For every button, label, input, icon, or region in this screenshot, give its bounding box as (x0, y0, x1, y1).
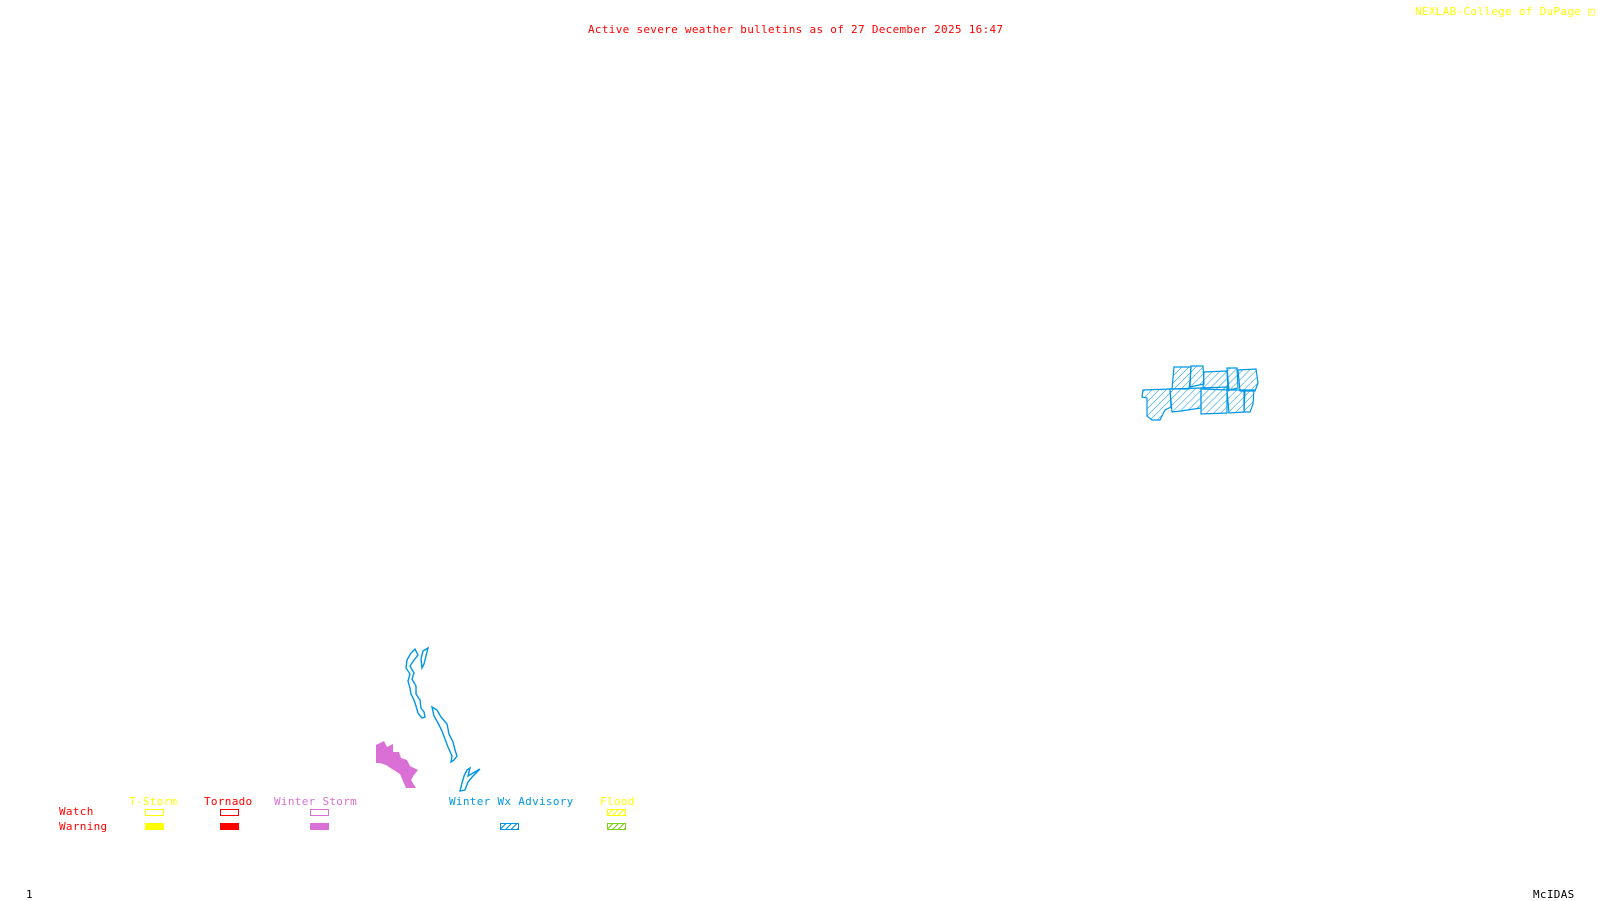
legend-tornado-label: Tornado (204, 795, 253, 808)
corner-logo-icon: ◰ (1588, 5, 1596, 18)
tstorm-warning-swatch (145, 823, 164, 830)
software-label: McIDAS (1533, 888, 1575, 901)
county-region (1237, 368, 1259, 392)
county-region (1189, 365, 1205, 388)
page-title: Active severe weather bulletins as of 27… (588, 23, 1004, 36)
legend-winter-wx-advisory-label: Winter Wx Advisory (449, 795, 574, 808)
advisory-outline (420, 646, 430, 671)
tornado-watch-swatch (220, 809, 239, 816)
county-region (1200, 386, 1228, 415)
legend-watch-row-label: Watch (59, 805, 94, 818)
advisory-outline (405, 647, 426, 719)
county-region (1141, 388, 1172, 421)
county-region (1171, 366, 1192, 390)
legend-warning-row-label: Warning (59, 820, 108, 833)
county-region (1226, 389, 1246, 414)
winter-wx-advisory-swatch (500, 823, 519, 830)
advisory-outline (430, 705, 458, 764)
legend-tstorm-label: T-Storm (129, 795, 178, 808)
flood-warning-swatch (607, 823, 626, 830)
credit-text: NEXLAB-College of DuPage (1415, 5, 1582, 18)
county-region (1226, 367, 1239, 391)
winter-storm-warning-west (376, 741, 418, 788)
advisory-outline (459, 766, 481, 792)
legend-winter-storm-label: Winter Storm (274, 795, 358, 808)
frame-number: 1 (26, 888, 33, 901)
flood-watch-swatch (607, 809, 626, 816)
winter-storm-warning-swatch (310, 823, 329, 830)
county-region (1202, 370, 1229, 391)
winter-wx-advisory-west-mountains (405, 646, 481, 792)
winter-wx-advisory-east (1141, 365, 1259, 421)
credit-label: NEXLAB-College of DuPage ◰ (1415, 5, 1595, 18)
tornado-warning-swatch (220, 823, 239, 830)
county-region (1243, 389, 1255, 413)
county-region (1169, 387, 1202, 413)
tstorm-watch-swatch (145, 809, 164, 816)
winter-storm-watch-swatch (310, 809, 329, 816)
legend-flood-label: Flood (600, 795, 635, 808)
